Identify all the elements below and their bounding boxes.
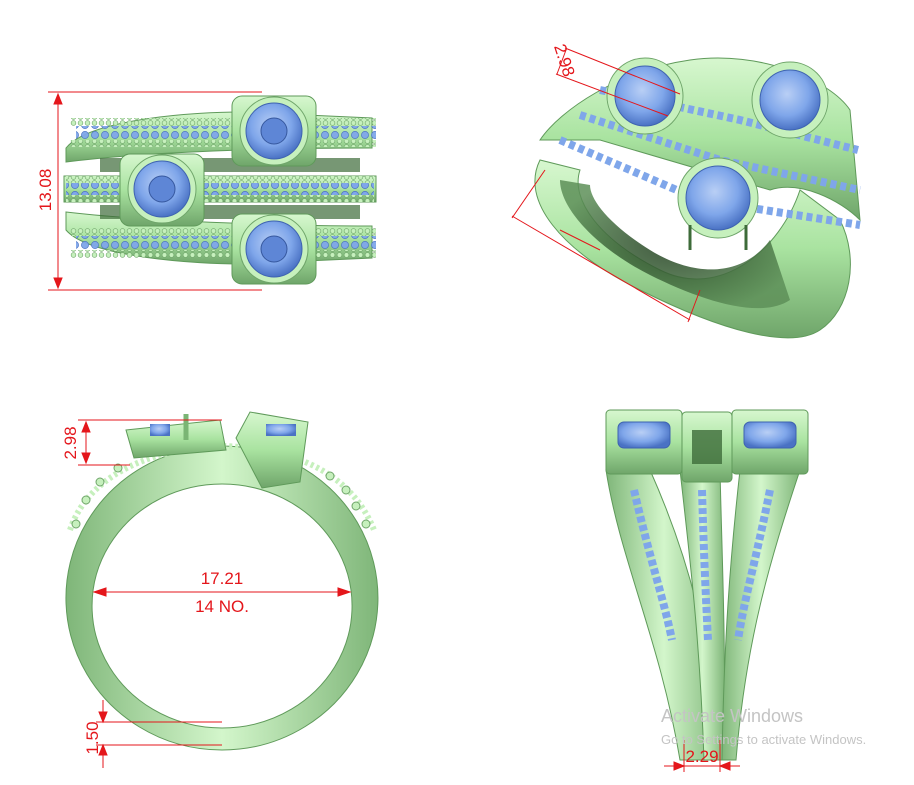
dimension-iso-length: [511, 169, 701, 323]
ring-shank-profile: [65, 445, 379, 751]
dimension-top-height: [48, 91, 262, 291]
isometric-halo-front: [677, 157, 759, 250]
isometric-inner-shadow: [560, 180, 790, 309]
dimension-inner-diameter-label: 17.21: [201, 569, 244, 588]
dimension-iso-prong-label: 2.98: [550, 42, 578, 79]
side-view: 2.98 17.21 14 NO. 1.50: [61, 411, 379, 768]
top-view-band-lower: [65, 211, 376, 265]
profile-view: 2.29: [605, 409, 809, 772]
dimension-top-height-label: 13.08: [36, 169, 55, 212]
dimension-side-prong: [78, 419, 222, 466]
dimension-shank-thickness: [96, 700, 222, 768]
dimension-side-prong-label: 2.98: [61, 426, 80, 459]
top-view-band-upper: [65, 111, 376, 163]
dimension-shank-width-label: 2.29: [685, 747, 718, 766]
isometric-view: 2.98: [511, 42, 861, 339]
top-view-halo-center: [119, 153, 205, 227]
dimension-iso-prong: [555, 47, 681, 117]
top-view: 13.08: [36, 91, 377, 291]
dimension-shank-width: [664, 740, 740, 772]
watermark-subtitle: Go to Settings to activate Windows.: [661, 732, 867, 747]
top-view-halo-upper: [231, 95, 317, 167]
watermark-title: Activate Windows: [661, 706, 804, 726]
profile-head-right: [731, 409, 809, 475]
ring-size-label: 14 NO.: [195, 597, 249, 616]
profile-head-center: [681, 411, 733, 483]
profile-head-left: [605, 409, 683, 475]
top-view-band-middle: [63, 175, 377, 203]
top-view-halo-lower: [231, 213, 317, 285]
isometric-halo-right: [751, 61, 829, 139]
side-view-head-left: [125, 414, 227, 459]
side-view-head-right: [235, 411, 309, 489]
dimension-inner-diameter: [92, 587, 352, 597]
dimension-shank-thickness-label: 1.50: [83, 721, 102, 754]
